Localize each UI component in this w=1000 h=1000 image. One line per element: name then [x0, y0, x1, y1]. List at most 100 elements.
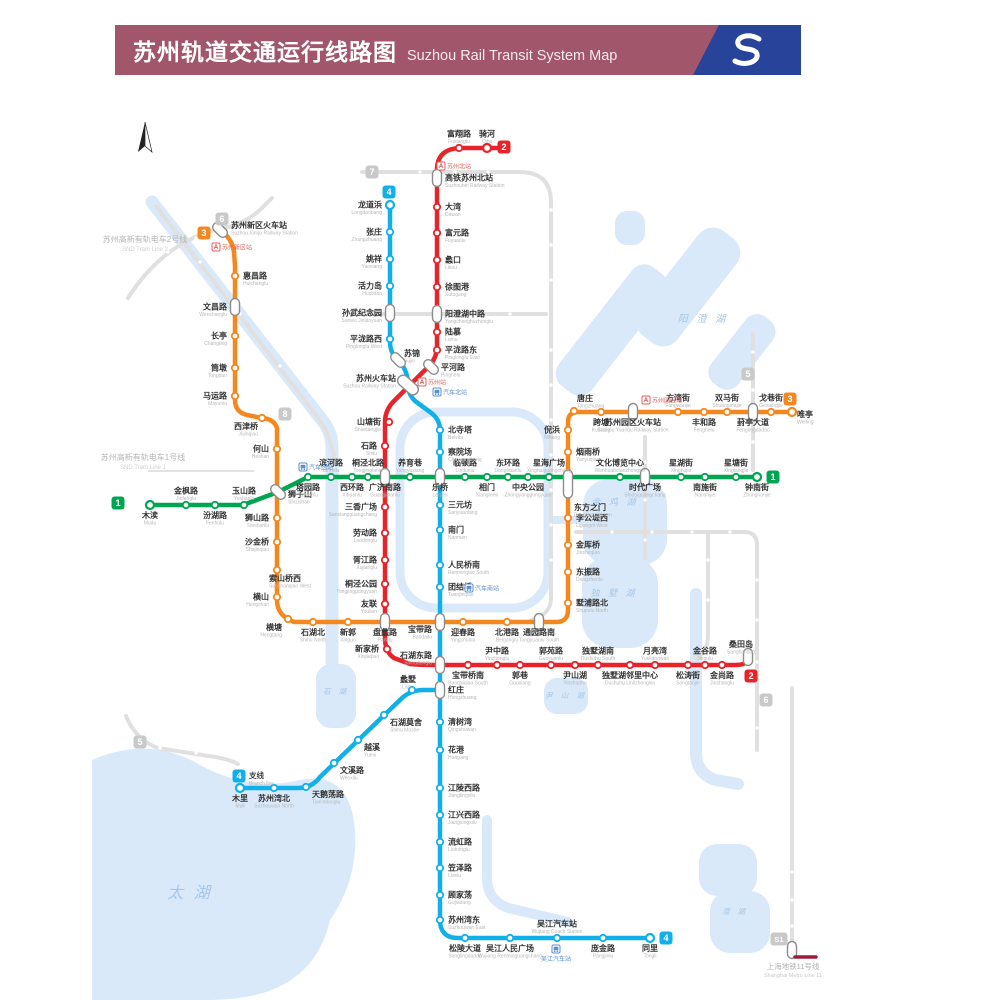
station-pinyin: Yingchunlu: [451, 638, 476, 644]
future-station-dot: [549, 243, 553, 247]
station-label: 团结桥: [448, 582, 473, 592]
station-pinyin: Shajinqiao: [246, 547, 270, 553]
compass-light-half: [144, 121, 153, 153]
station-label: 马运路: [203, 391, 228, 401]
station-pinyin: Yaoxiang: [362, 264, 383, 270]
station-pinyin: Guoyuanlu: [539, 656, 563, 662]
station-label: 北港路: [495, 627, 520, 637]
line-badge-text: 5: [137, 737, 142, 747]
station-dot: [380, 579, 390, 589]
line-badge-2: [744, 669, 758, 683]
railway-station-icon-label: 苏州北站: [447, 163, 471, 171]
station-横塘: [283, 614, 293, 624]
station-label: 越溪: [363, 742, 381, 752]
future-station-dot: [790, 898, 794, 902]
station-label: 孙武纪念园: [342, 308, 382, 318]
station-pinyin: Sujin: [404, 359, 415, 365]
station-pinyin: Suzhou Xinqu Railway Station: [231, 231, 298, 237]
station-pinyin: Huichanglu: [243, 281, 268, 287]
line-badge-text: 2: [748, 671, 753, 681]
lake-label: 独 墅 湖: [590, 588, 637, 598]
station-dot: [432, 345, 442, 355]
station-pinyin: Dushuhu South: [581, 656, 616, 662]
station-同里: [644, 932, 656, 944]
station-清树湾: [435, 717, 445, 727]
terminus-dot: [481, 142, 493, 154]
station-pinyin: Dawan: [445, 212, 461, 218]
station-dot: [435, 837, 445, 847]
station-label: 桑田岛: [728, 639, 753, 649]
future-station-dot: [706, 558, 710, 562]
future-station-dot: [790, 924, 794, 928]
branch-line-label-en: Branch line: [249, 781, 274, 787]
station-label: 石湖北: [300, 627, 325, 637]
lake-shape: [544, 678, 588, 714]
station-pinyin: Tongjingbeilu: [353, 468, 382, 474]
interchange-capsule: [434, 467, 446, 487]
station-pinyin: Sanyuanfang: [448, 510, 478, 516]
future-station-dot: [549, 558, 553, 562]
future-station-dot: [278, 364, 282, 368]
station-丰和路: [699, 407, 709, 417]
station-pinyin: Suoshanqiao West: [269, 584, 311, 590]
bus-station-icon-label: 吴江汽车站: [541, 955, 571, 963]
station-dot: [380, 599, 390, 609]
station-石湖北: [308, 617, 318, 627]
station-dot: [230, 363, 240, 373]
station-pinyin: Pangjinlu: [593, 954, 614, 960]
station-dot: [272, 444, 282, 454]
station-dot: [700, 660, 710, 670]
station-西津桥: [257, 413, 267, 423]
station-dot: [432, 282, 442, 292]
station-label: 钟南街: [745, 482, 769, 492]
station-dot: [502, 617, 512, 627]
station-dot: [546, 660, 556, 670]
station-label: 活力岛: [358, 281, 382, 291]
station-dot: [563, 513, 573, 523]
station-团结桥: [435, 582, 445, 592]
station-pinyin: Xingtangjie: [724, 468, 749, 474]
bus-icon-glyph: [553, 946, 559, 951]
station-金尚路: [717, 660, 727, 670]
station-金厍桥: [563, 540, 573, 550]
station-pinyin: Qingshuwan: [448, 727, 476, 733]
station-dot: [766, 407, 776, 417]
station-label: 苏州新区火车站: [231, 220, 287, 230]
station-dot: [380, 528, 390, 538]
station-pinyin: Tayuanlu: [298, 493, 318, 499]
station-pinyin: Tian'edanglu: [312, 800, 341, 806]
station-pinyin: Lindunlu: [456, 468, 475, 474]
station-dot: [326, 472, 336, 482]
station-pinyin: Huolidao: [362, 291, 382, 297]
terminus-dot: [144, 499, 156, 511]
station-label: 顾家荡: [448, 890, 472, 900]
station-pinyin: Jinshanglu: [710, 681, 734, 687]
future-station-dot: [755, 660, 759, 664]
station-pinyin: Mayunlu: [208, 401, 227, 407]
station-pinyin: Tongjinggongyuan: [336, 589, 377, 595]
station-pinyin: Suzhouwan East: [448, 925, 486, 931]
station-pinyin: Yueliangwan: [641, 656, 670, 662]
station-江兴西路: [435, 810, 445, 820]
railway-station-icon: 苏州园区站: [641, 395, 682, 405]
station-label: 劳动路: [353, 528, 378, 538]
station-label: 西津桥: [234, 421, 259, 431]
terminus-dot: [751, 471, 763, 483]
station-dot: [492, 660, 502, 670]
line-badge-6: [215, 212, 229, 226]
interchange-capsule: [396, 374, 420, 396]
interchange-capsule: [389, 351, 407, 369]
station-星塘街: [731, 472, 741, 482]
station-label: 东振路: [576, 567, 601, 577]
river: [482, 815, 573, 927]
future-line: [124, 714, 240, 766]
future-station-dot: [755, 726, 759, 730]
station-pinyin: Xujianglu: [356, 565, 377, 571]
future-station-dot: [643, 460, 647, 464]
station-label: 石湖东路: [399, 650, 433, 660]
station-label: 文溪路: [340, 765, 365, 775]
station-金谷路: [700, 660, 710, 670]
station-label: 跨塘: [593, 417, 609, 427]
railway-station-icon: 苏州北站: [436, 161, 471, 171]
